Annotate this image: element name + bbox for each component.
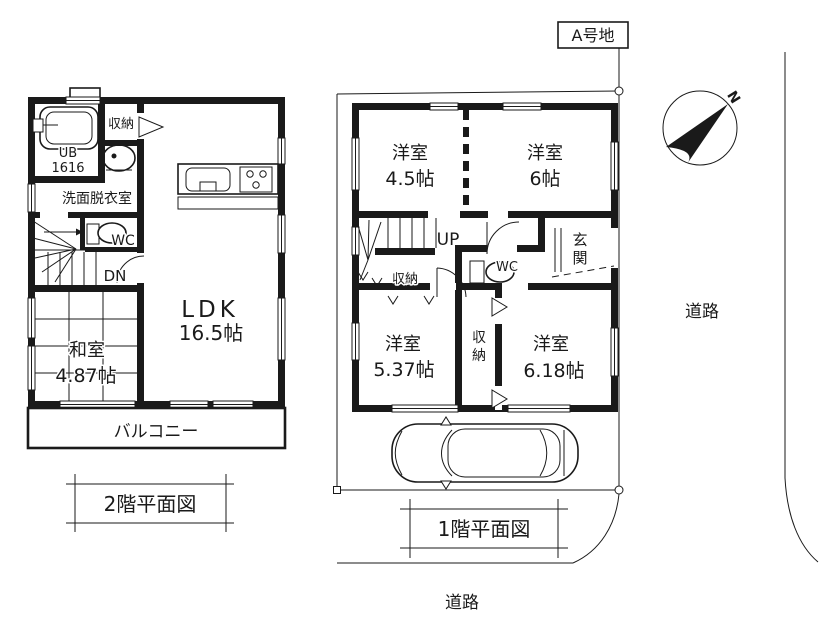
- label-bedroom-ne-size: 6帖: [529, 168, 560, 190]
- road-east-label: 道路: [685, 302, 719, 322]
- door-arc-2f: [116, 255, 145, 284]
- windows-1f: [351, 102, 619, 413]
- road-corner-arc: [784, 477, 819, 563]
- label-bedroom-ne: 洋室: [527, 143, 563, 164]
- label-up: UP: [437, 230, 460, 250]
- label-bedroom-se-size: 6.18帖: [523, 360, 584, 382]
- lot-label: A号地: [572, 26, 615, 45]
- label-entrance-2: 関: [572, 249, 587, 267]
- label-ldk-size: 16.5帖: [179, 321, 244, 345]
- label-washitsu-size: 4.87帖: [55, 365, 116, 387]
- label-hall-closet: 収納: [392, 272, 418, 287]
- washbasin-icon: [102, 144, 136, 172]
- label-wc-2f: WC: [111, 233, 135, 249]
- entrance-step: [551, 228, 615, 278]
- stairs-1f: [356, 218, 437, 287]
- label-bedroom-se: 洋室: [533, 334, 569, 355]
- road-south-label: 道路: [445, 593, 479, 613]
- stair-arrow-2f: [76, 228, 83, 236]
- label-dn: DN: [104, 267, 127, 285]
- label-ub-size: 1616: [51, 161, 84, 176]
- label-wc-1f: WC: [496, 260, 518, 275]
- boundary-marker-circle-ne: [614, 86, 624, 96]
- floorplan-2f: UB 1616 収納 洗面脱衣室 WC DN 和室 4.87帖 LDK 16.5…: [26, 87, 287, 450]
- label-closet-2f: 収納: [108, 117, 134, 132]
- compass-north-label: N: [723, 88, 743, 106]
- label-bedroom-nw: 洋室: [392, 143, 428, 164]
- door-arc-hall: [436, 267, 467, 298]
- lot-corner-arc: [572, 493, 620, 564]
- closet-door-arrow-top: [491, 297, 508, 317]
- closet-door-arrow-bottom: [491, 389, 508, 409]
- label-closet-s-2: 納: [472, 348, 486, 364]
- label-washitsu: 和室: [69, 340, 105, 361]
- label-ldk: LDK: [181, 297, 239, 323]
- compass-circle: [662, 90, 738, 166]
- label-entrance-1: 玄: [572, 231, 587, 249]
- site-boundary: A号地 道路 道路: [333, 21, 819, 615]
- title-2f: 2階平面図: [104, 492, 197, 516]
- label-ub: UB: [59, 146, 77, 161]
- title-1f-box: 1階平面図: [400, 499, 568, 558]
- boundary-marker-circle-se: [614, 485, 624, 495]
- toilet-1f-icon: [469, 260, 515, 284]
- tatami-grid: [35, 292, 137, 401]
- balcony-outline: [26, 406, 287, 450]
- car-icon: [391, 416, 579, 490]
- compass-north-arrow: [666, 104, 728, 164]
- title-1f: 1階平面図: [438, 517, 531, 541]
- floorplan-1f: 洋室 4.5帖 洋室 6帖 UP 収納 WC 玄 関 洋室 5.37帖 収 納 …: [351, 102, 619, 413]
- title-2f-box: 2階平面図: [66, 474, 234, 532]
- closet-door-arrow-2f: [138, 116, 165, 138]
- label-bedroom-nw-size: 4.5帖: [385, 168, 434, 190]
- label-washroom: 洗面脱衣室: [62, 190, 132, 207]
- interior-walls-1f: [352, 211, 618, 412]
- curtain-mark-2: [423, 295, 435, 305]
- compass: N: [662, 87, 745, 166]
- windows-2f: [27, 96, 286, 409]
- curtain-mark-1: [387, 295, 399, 305]
- stairs-2f: [32, 220, 105, 285]
- label-closet-s-1: 収: [472, 330, 486, 346]
- boundary-marker-square-sw: [333, 486, 341, 494]
- kitchen-counter-icon: [177, 163, 279, 210]
- toilet-2f-icon: [86, 222, 127, 245]
- bathtub-icon: [32, 106, 99, 150]
- label-balcony: バルコニー: [114, 422, 199, 442]
- label-bedroom-sw: 洋室: [385, 334, 421, 355]
- stair-fan-2f: [32, 220, 77, 283]
- lot-label-box: [557, 21, 629, 49]
- label-bedroom-sw-size: 5.37帖: [373, 359, 434, 381]
- stair-fan-1f: [356, 219, 382, 281]
